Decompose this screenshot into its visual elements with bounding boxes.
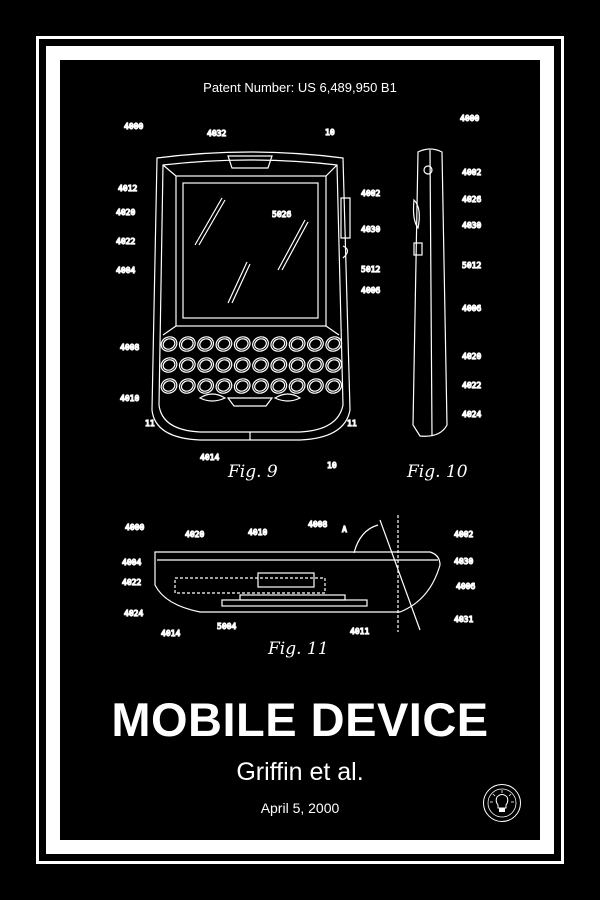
key-outline bbox=[177, 376, 197, 395]
ref-label: 11 bbox=[347, 419, 357, 428]
ref-label: 4022 bbox=[462, 381, 481, 390]
ref-label: 4010 bbox=[248, 528, 267, 537]
lightbulb-seal-icon bbox=[482, 783, 522, 823]
ref-label: 4030 bbox=[462, 221, 481, 230]
ref-label: 4000 bbox=[125, 523, 144, 532]
key-outline bbox=[305, 376, 325, 395]
key-outline bbox=[195, 355, 215, 374]
ref-label: 5012 bbox=[462, 261, 481, 270]
key-outline bbox=[323, 355, 343, 374]
key-outline bbox=[287, 376, 307, 395]
key-outline bbox=[177, 334, 197, 353]
key-outline bbox=[159, 334, 179, 353]
keyboard-keys bbox=[159, 334, 344, 395]
ref-label: 4002 bbox=[454, 530, 473, 539]
key-outline bbox=[269, 376, 289, 395]
key-outline bbox=[159, 355, 179, 374]
key-outline bbox=[232, 334, 252, 353]
key-outline bbox=[250, 334, 270, 353]
key-outline bbox=[214, 355, 234, 374]
ref-label: 4011 bbox=[350, 627, 369, 636]
ref-label: 4030 bbox=[361, 225, 380, 234]
ref-label: 4008 bbox=[308, 520, 327, 529]
ref-label: A bbox=[342, 525, 347, 534]
ref-label: 4026 bbox=[462, 195, 481, 204]
fig10-caption: Fig. 10 bbox=[406, 462, 468, 482]
ref-label: 4031 bbox=[454, 615, 473, 624]
ref-label: 5026 bbox=[272, 210, 291, 219]
ref-label: 4014 bbox=[200, 453, 219, 462]
ref-label: 11 bbox=[145, 419, 155, 428]
key-outline bbox=[159, 376, 179, 395]
key-outline bbox=[269, 334, 289, 353]
ref-label: 4024 bbox=[124, 609, 143, 618]
fig10-side-view bbox=[413, 149, 447, 436]
ref-label: 4000 bbox=[460, 114, 479, 123]
key-outline bbox=[232, 376, 252, 395]
fig11-labels: 4000 4020 4010 4008 A 4002 4030 4006 403… bbox=[122, 520, 475, 638]
poster-title: MOBILE DEVICE bbox=[0, 692, 600, 747]
ref-label: 4012 bbox=[118, 184, 137, 193]
key-outline bbox=[305, 334, 325, 353]
ref-label: 4022 bbox=[122, 578, 141, 587]
key-outline bbox=[287, 355, 307, 374]
key-outline bbox=[195, 334, 215, 353]
ref-label: 4024 bbox=[462, 410, 481, 419]
key-outline bbox=[214, 376, 234, 395]
ref-label: 4002 bbox=[361, 189, 380, 198]
fig11-caption: Fig. 11 bbox=[267, 639, 329, 659]
ref-label: 4006 bbox=[361, 286, 380, 295]
ref-label: 4030 bbox=[454, 557, 473, 566]
ref-label: 5012 bbox=[361, 265, 380, 274]
ref-label: 4020 bbox=[185, 530, 204, 539]
ref-label: 4004 bbox=[116, 266, 135, 275]
fig9-caption: Fig. 9 bbox=[227, 462, 278, 482]
ref-label: 4010 bbox=[120, 394, 139, 403]
key-outline bbox=[195, 376, 215, 395]
ref-label: 4014 bbox=[161, 629, 180, 638]
ref-label: 4006 bbox=[462, 304, 481, 313]
key-outline bbox=[214, 334, 234, 353]
fig9-front-view bbox=[152, 152, 350, 440]
ref-label: 5004 bbox=[217, 622, 236, 631]
ref-label: 10 bbox=[325, 128, 335, 137]
ref-label: 4020 bbox=[462, 352, 481, 361]
ref-label: 4020 bbox=[116, 208, 135, 217]
ref-label: 4006 bbox=[456, 582, 475, 591]
key-outline bbox=[269, 355, 289, 374]
ref-label: 4000 bbox=[124, 122, 143, 131]
key-outline bbox=[232, 355, 252, 374]
key-outline bbox=[323, 376, 343, 395]
key-outline bbox=[250, 355, 270, 374]
key-outline bbox=[250, 376, 270, 395]
key-outline bbox=[177, 355, 197, 374]
ref-label: 10 bbox=[327, 461, 337, 470]
ref-label: 4032 bbox=[207, 129, 226, 138]
key-outline bbox=[287, 334, 307, 353]
key-outline bbox=[305, 355, 325, 374]
ref-label: 4022 bbox=[116, 237, 135, 246]
ref-label: 4004 bbox=[122, 558, 141, 567]
fig10-labels: 4000 4002 4026 4030 5012 4006 4020 4022 … bbox=[460, 114, 481, 419]
ref-label: 4002 bbox=[462, 168, 481, 177]
ref-label: 4008 bbox=[120, 343, 139, 352]
